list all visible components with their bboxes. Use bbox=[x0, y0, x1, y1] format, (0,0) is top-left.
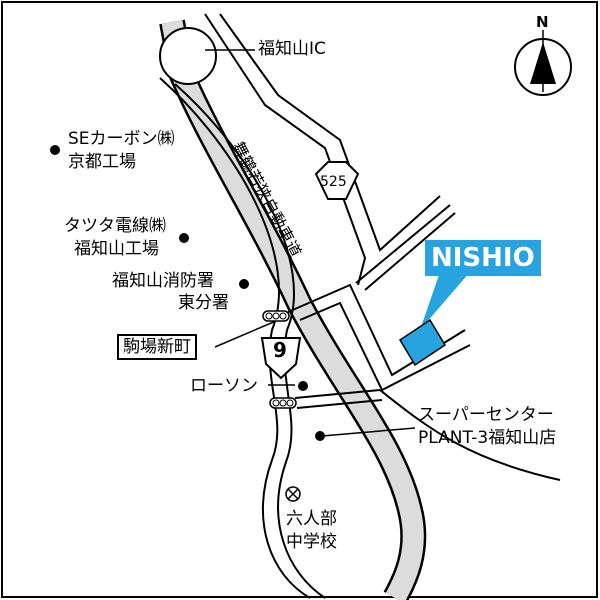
route-9-number: 9 bbox=[273, 338, 287, 362]
expressway-road bbox=[159, 19, 427, 600]
traffic-signal-icon bbox=[269, 397, 297, 409]
route-9-shield bbox=[260, 337, 302, 380]
label-lawson: ローソン bbox=[190, 376, 258, 396]
label-fire-station: 福知山消防署 bbox=[112, 271, 214, 291]
ic-roundabout bbox=[159, 27, 217, 85]
label-intersection: 駒場新町 bbox=[117, 334, 197, 360]
nishio-marker bbox=[398, 272, 470, 367]
school-icon bbox=[285, 486, 301, 502]
label-ic: 福知山IC bbox=[258, 39, 326, 59]
brand-nishio: NISHIO bbox=[425, 240, 541, 276]
label-se-carbon: SEカーボン㈱ bbox=[68, 129, 175, 149]
poi-dot-icon bbox=[298, 381, 308, 391]
leader-lines bbox=[205, 49, 416, 437]
ic-access-road bbox=[204, 13, 441, 286]
route-525-number: 525 bbox=[320, 174, 347, 190]
route-525-shield bbox=[314, 161, 360, 200]
label-fire-branch: 東分署 bbox=[178, 293, 229, 313]
poi-dot-icon bbox=[50, 145, 60, 155]
north-arrow-icon bbox=[514, 30, 572, 96]
label-tatsuta: タツタ電線㈱ bbox=[64, 216, 166, 236]
north-label: N bbox=[536, 13, 549, 31]
label-school-2: 中学校 bbox=[286, 532, 337, 552]
label-tatsuta-plant: 福知山工場 bbox=[74, 239, 159, 259]
poi-dot-icon bbox=[315, 431, 325, 441]
poi-dots bbox=[50, 145, 325, 441]
poi-dot-icon bbox=[179, 233, 189, 243]
label-se-carbon-plant: 京都工場 bbox=[68, 152, 136, 172]
label-supercenter: スーパーセンター bbox=[418, 405, 554, 425]
traffic-signal-icon bbox=[262, 310, 290, 322]
poi-dot-icon bbox=[239, 279, 249, 289]
label-school: 六人部 bbox=[286, 509, 337, 529]
label-plant3: PLANT-3福知山店 bbox=[418, 428, 557, 448]
